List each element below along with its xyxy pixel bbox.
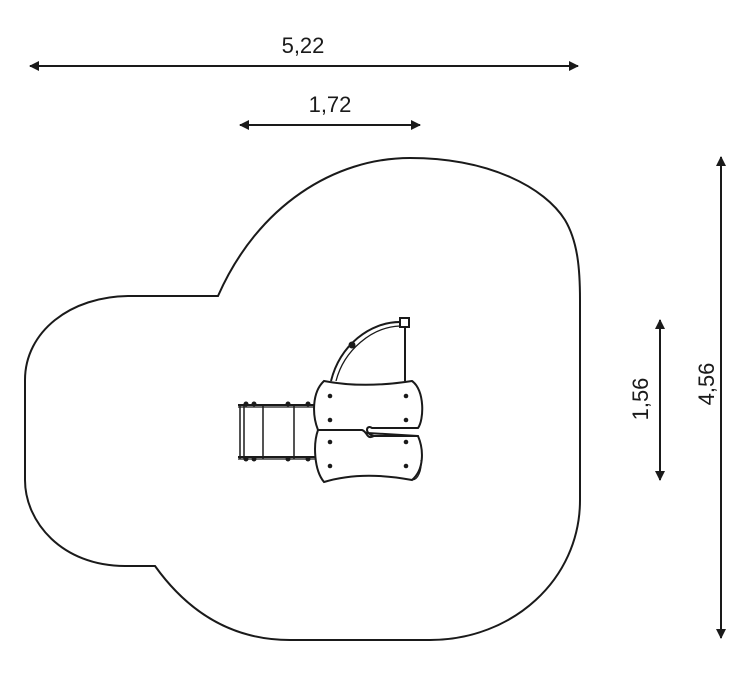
bolts — [327, 393, 409, 469]
dimension-label: 4,56 — [694, 363, 719, 406]
dimension-equipment-width: 1,72 — [239, 92, 421, 130]
dimension-label: 5,22 — [282, 33, 325, 58]
safety-zone-outline — [24, 156, 581, 641]
platform-upper — [313, 379, 424, 437]
handrail-arch — [330, 321, 406, 382]
play-equipment — [238, 317, 424, 484]
post-cap — [399, 317, 410, 328]
platform-lower — [314, 429, 423, 484]
ladder — [238, 401, 318, 462]
dimension-label: 1,56 — [628, 378, 653, 421]
dimension-label: 1,72 — [309, 92, 352, 117]
dimension-equipment-depth: 1,56 — [628, 319, 665, 481]
dimension-overall-depth: 4,56 — [694, 156, 726, 639]
dimension-overall-width: 5,22 — [29, 33, 579, 71]
